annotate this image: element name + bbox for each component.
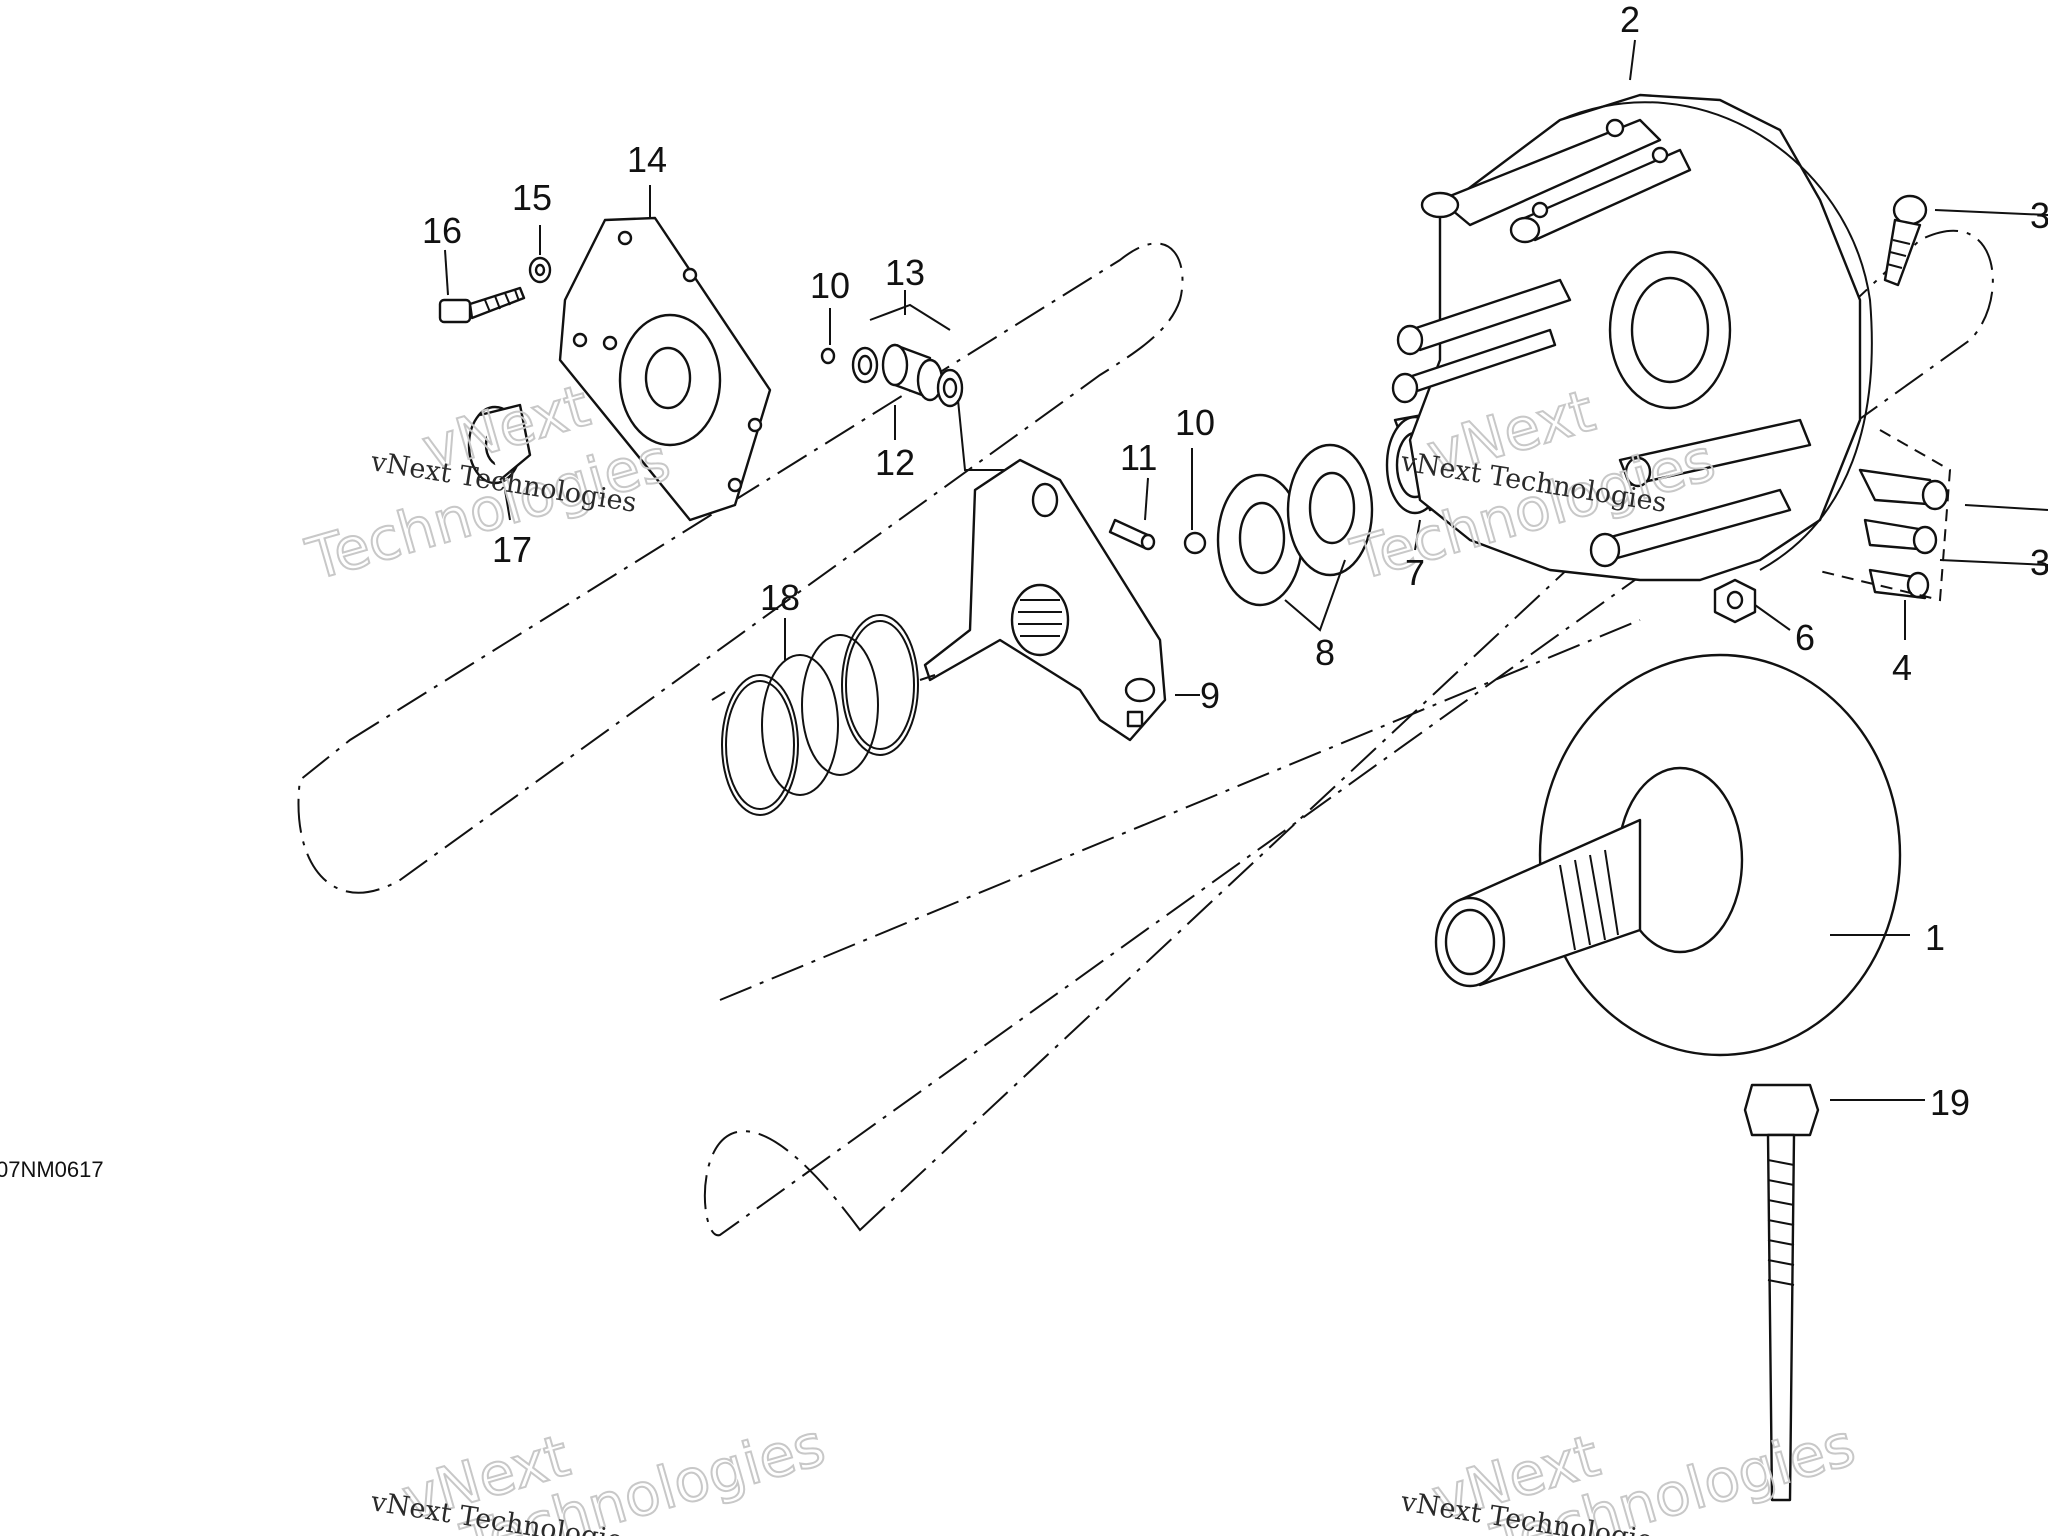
callout-1: 1: [1925, 917, 1945, 958]
callout-15: 15: [512, 177, 552, 218]
pin-11: [1108, 518, 1156, 551]
bushing-set-13: [851, 343, 964, 408]
bolt-16: [438, 286, 526, 324]
watermark-top-right: vNext Technologies vNext Technologies: [1343, 375, 1723, 594]
callout-2: 2: [1620, 0, 1640, 40]
drawing-code: 07NM0617: [0, 1157, 104, 1182]
leader-lines: [444, 39, 2048, 1101]
callout-3: 3: [2030, 195, 2048, 236]
spring-18: [711, 614, 936, 816]
callout-10-upper: 10: [810, 265, 850, 306]
nut-6: [1713, 578, 1757, 624]
fixed-sheave-1: [1434, 653, 1902, 1057]
watermark-bottom-right: vNext Technologies vNext Technologies: [1398, 1409, 1863, 1536]
long-bolt-19: [1743, 1083, 1820, 1502]
callout-13: 13: [885, 252, 925, 293]
callout-18: 18: [760, 577, 800, 618]
cover-plate: [558, 216, 772, 522]
belt-outline-lower: [703, 229, 1994, 1237]
callout-17: 17: [492, 529, 532, 570]
washers-8: [1216, 443, 1374, 607]
belt-outline-upper: [297, 242, 1184, 894]
callout-19: 19: [1930, 1082, 1970, 1123]
grommet-17: [467, 403, 532, 485]
spider-cam-9: [923, 458, 1167, 742]
callout-12: 12: [875, 442, 915, 483]
callout-11: 11: [1120, 437, 1157, 478]
callout-9: 9: [1200, 675, 1220, 716]
callout-8: 8: [1315, 632, 1335, 673]
callouts: 1 2 3 3 4 6 7 8 9 10 10 11 12 13 14 15 1…: [422, 0, 2048, 1123]
screw-3: [1883, 194, 1928, 287]
pin-10-lower: [1183, 531, 1207, 555]
callout-4: 4: [1892, 647, 1912, 688]
rollers-4: [1814, 429, 1952, 602]
washer-15: [528, 256, 552, 284]
callout-14: 14: [627, 139, 667, 180]
watermark-bottom-left: vNext Technologies vNext Technologies: [368, 1409, 833, 1536]
callout-3-lower: 3: [2030, 542, 2048, 583]
small-pin-10: [820, 347, 836, 365]
sheave-housing-2: [1391, 93, 1873, 582]
callout-7: 7: [1405, 552, 1425, 593]
callout-16: 16: [422, 210, 462, 251]
callout-6: 6: [1795, 617, 1815, 658]
callout-10-lower: 10: [1175, 402, 1215, 443]
